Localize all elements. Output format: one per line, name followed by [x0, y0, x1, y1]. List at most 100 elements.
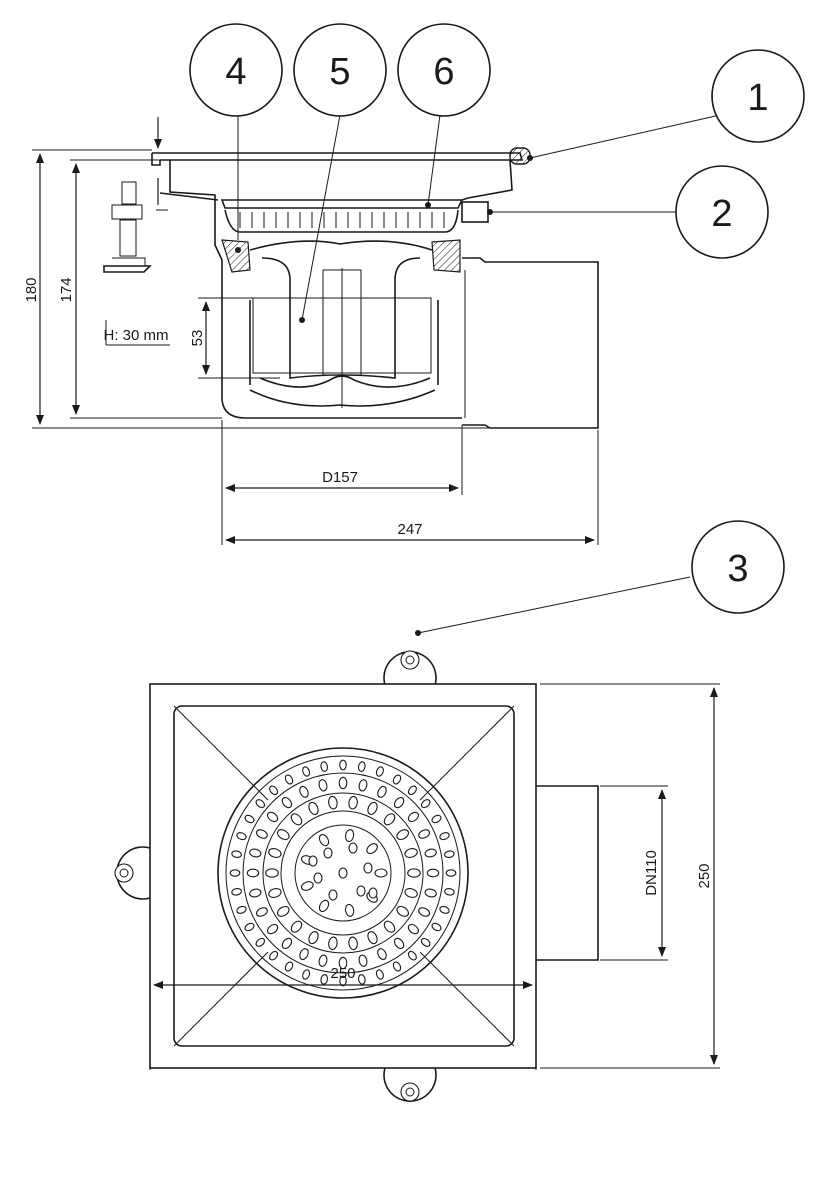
grate-hole [229, 869, 241, 877]
grate-slots [239, 212, 445, 228]
grate-hole [420, 937, 431, 947]
grate-hole [348, 795, 358, 810]
callout-2-label: 2 [711, 193, 732, 235]
grate-hole [323, 847, 333, 859]
grate-hole [290, 920, 303, 933]
grate-hole [377, 948, 387, 961]
grate-hole [396, 829, 410, 841]
grate-hole [348, 842, 358, 854]
grate-hole [439, 832, 450, 841]
grate-hole [404, 888, 418, 898]
grate-hole [396, 905, 410, 917]
dim-d157-text: D157 [322, 469, 358, 486]
grate-hole [246, 868, 260, 878]
section-view [32, 117, 599, 545]
callout-6-circle [397, 23, 491, 117]
grate-hole [444, 850, 455, 859]
grate-hole [318, 779, 328, 792]
grate-hole [299, 948, 309, 961]
grate-hole [383, 813, 396, 826]
grate-hole [308, 801, 319, 815]
grate-hole [344, 829, 355, 843]
grate-hole [358, 779, 368, 792]
seal-right [431, 239, 461, 273]
grate-hole [255, 907, 268, 917]
grate-hole [363, 862, 373, 874]
grate-hole [418, 829, 431, 839]
grate-hole [268, 848, 282, 858]
grate-hole [299, 785, 309, 798]
grate-hole [445, 869, 457, 877]
grate-hole [404, 848, 418, 858]
grate-hole [308, 855, 318, 867]
grate-hole [308, 931, 319, 945]
grate-hole [339, 759, 347, 771]
grate-hole [255, 829, 268, 839]
seal-left [221, 239, 251, 273]
grate-hole [255, 937, 266, 947]
grate-hole [318, 899, 330, 913]
grate-hole [356, 885, 366, 897]
grate-hole [281, 937, 293, 949]
callout-6-label: 6 [433, 51, 454, 93]
grate-hole [407, 868, 421, 878]
grate-hole [375, 766, 384, 777]
dim-250-right-text: 250 [696, 863, 713, 888]
grate-hole [244, 922, 255, 932]
grate-hole [424, 848, 437, 858]
grate-hole [344, 903, 355, 917]
grate-holes [229, 759, 457, 987]
grate-hole [318, 954, 328, 967]
grate-hole [392, 961, 402, 972]
grate-hole [269, 950, 279, 961]
callout-3-label: 3 [727, 548, 748, 590]
callout-4-circle [189, 23, 283, 117]
grate-hole [268, 888, 282, 898]
grate-hole [328, 889, 338, 901]
grate-hole [367, 801, 378, 815]
lug-top [383, 650, 437, 686]
callout-3-circle [691, 520, 785, 614]
dim-174-text: 174 [58, 277, 75, 302]
grate-hole [418, 907, 431, 917]
dim-180-text: 180 [23, 277, 40, 302]
grate-hole [302, 969, 311, 980]
grate-hole [320, 761, 329, 772]
grate-hole [357, 761, 366, 772]
grate-hole [393, 797, 405, 809]
grate-hole [302, 766, 311, 777]
dim-250-bottom-text: 250 [330, 965, 355, 982]
grate-hole [439, 905, 450, 914]
height-note-text: H: 30 mm [103, 327, 168, 344]
callout-1-label: 1 [747, 77, 768, 119]
grate-hole [392, 774, 402, 785]
plan-view [114, 650, 720, 1102]
grate-hole [374, 868, 388, 878]
grate-hole [431, 922, 442, 932]
callout-5-label: 5 [329, 51, 350, 93]
callout-5-circle [293, 23, 387, 117]
grate-hole [313, 872, 323, 884]
grate-hole [367, 931, 378, 945]
grate-hole [338, 956, 348, 970]
grate-hole [284, 774, 294, 785]
grate-hole [231, 850, 242, 859]
levelling-foot [103, 181, 170, 346]
grate-hole [267, 923, 279, 935]
grate-hole [255, 799, 266, 809]
grate-hole [420, 799, 431, 809]
callout-2-circle [675, 165, 769, 259]
dim-247-text: 247 [397, 521, 422, 538]
grate-hole [290, 813, 303, 826]
grate-hole [348, 936, 358, 951]
grate-hole [231, 887, 242, 896]
grate-hole [431, 814, 442, 824]
grate-hole [265, 868, 279, 878]
grate-hole [375, 969, 384, 980]
grate-hole [249, 888, 262, 898]
grate-hole [377, 785, 387, 798]
grate-hole [269, 785, 279, 796]
round-grate [217, 747, 469, 999]
grate-hole [328, 795, 338, 810]
